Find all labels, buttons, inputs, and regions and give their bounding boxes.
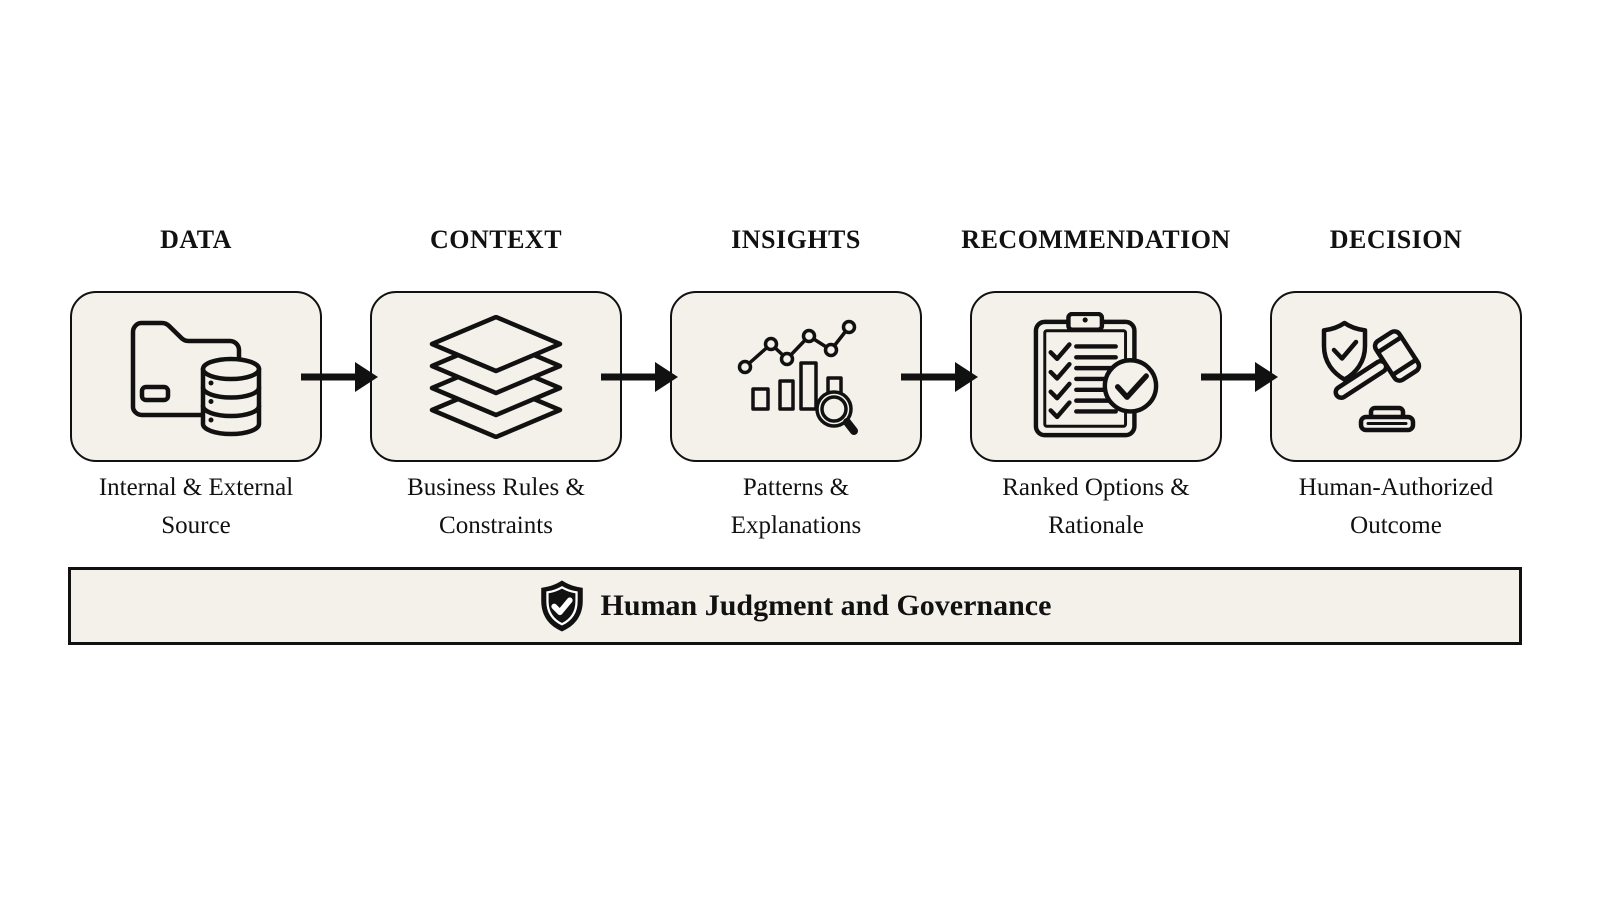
stage-box: [70, 291, 322, 462]
shield-check-icon: [540, 580, 583, 632]
stage-context: CONTEXT Business Rules &Constraints: [370, 222, 622, 545]
stage-title: RECOMMENDATION: [961, 225, 1231, 254]
stage-recommendation: RECOMMENDATION: [961, 222, 1230, 545]
shield-gavel-icon: [1321, 320, 1422, 432]
chart-magnifier-icon: [737, 319, 858, 435]
stage-title: INSIGHTS: [731, 225, 861, 254]
flow-arrow: [1201, 362, 1278, 392]
layers-icon: [429, 314, 563, 439]
stage-box: [970, 291, 1222, 462]
stage-insights: INSIGHTS Patterns &Explanations: [670, 222, 922, 545]
stage-title: DECISION: [1329, 225, 1463, 254]
stage-caption: Patterns &Explanations: [730, 474, 862, 539]
flow-arrow: [901, 362, 978, 392]
stage-title: DATA: [160, 225, 232, 254]
stage-box: [370, 291, 622, 462]
governance-label: Human Judgment and Governance: [600, 589, 1052, 622]
flow-arrow: [601, 362, 678, 392]
stage-box: [670, 291, 922, 462]
clipboard-check-icon: [1033, 311, 1159, 437]
stage-box: [1270, 291, 1522, 462]
stage-title: CONTEXT: [429, 225, 563, 254]
governance-bar: Human Judgment and Governance: [68, 567, 1522, 645]
stage-caption: Ranked Options &Rationale: [1002, 474, 1190, 539]
stage-caption: Business Rules &Constraints: [407, 474, 585, 539]
flow-arrow: [301, 362, 378, 392]
folder-database-icon: [130, 320, 262, 436]
